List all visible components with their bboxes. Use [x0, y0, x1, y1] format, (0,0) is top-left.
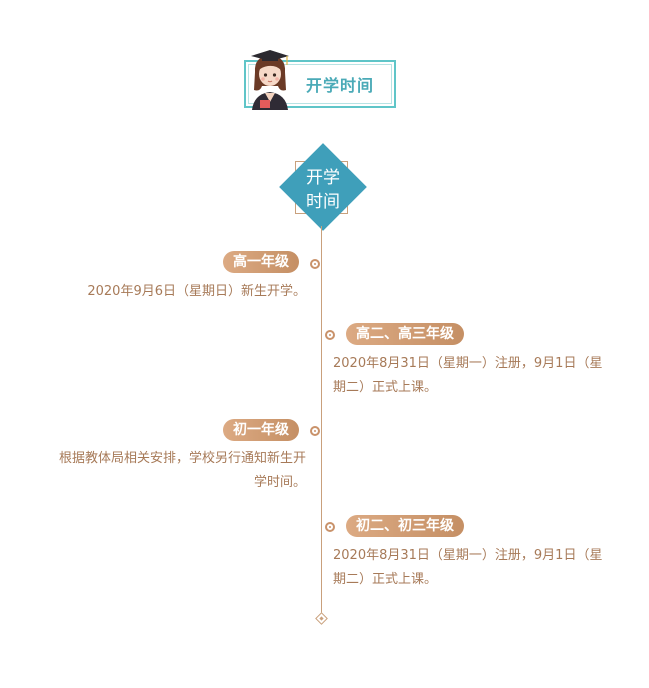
entry-desc-line: 根据教体局相关安排，学校另行通知新生开 [58, 451, 306, 466]
entry-desc-line: 2020年8月31日（星期一）注册，9月1日（星 [333, 548, 603, 563]
header-title: 开学时间 [305, 76, 374, 95]
entry-desc-line: 期二）正式上课。 [333, 380, 438, 395]
entry-desc-gaoyi: 2020年9月6日（星期日）新生开学。 [87, 284, 306, 299]
entry-desc-line: 2020年8月31日（星期一）注册，9月1日（星 [333, 356, 603, 371]
timeline-node [325, 522, 335, 532]
timeline-top-label-line2: 时间 [306, 192, 340, 212]
graduate-avatar-icon [251, 50, 289, 110]
timeline-node [310, 259, 320, 269]
entry-label-chuer-chusan: 初二、初三年级 [346, 515, 464, 537]
timeline-end-diamond [315, 612, 328, 625]
entry-desc-gaoer-gaosan: 2020年8月31日（星期一）注册，9月1日（星 期二）正式上课。 [333, 352, 633, 400]
timeline-line [321, 226, 322, 620]
timeline-top-label: 开学 时间 [293, 166, 353, 214]
entry-desc-line: 期二）正式上课。 [333, 572, 438, 587]
entry-label-chuyi: 初一年级 [223, 419, 299, 441]
timeline-node [325, 330, 335, 340]
entry-label-gaoyi: 高一年级 [223, 251, 299, 273]
entry-desc-chuyi: 根据教体局相关安排，学校另行通知新生开 学时间。 [6, 447, 306, 495]
entry-desc-chuer-chusan: 2020年8月31日（星期一）注册，9月1日（星 期二）正式上课。 [333, 544, 633, 592]
timeline-top-label-line1: 开学 [306, 168, 340, 188]
entry-desc-line: 学时间。 [253, 475, 306, 490]
timeline-node [310, 426, 320, 436]
entry-label-gaoer-gaosan: 高二、高三年级 [346, 323, 464, 345]
